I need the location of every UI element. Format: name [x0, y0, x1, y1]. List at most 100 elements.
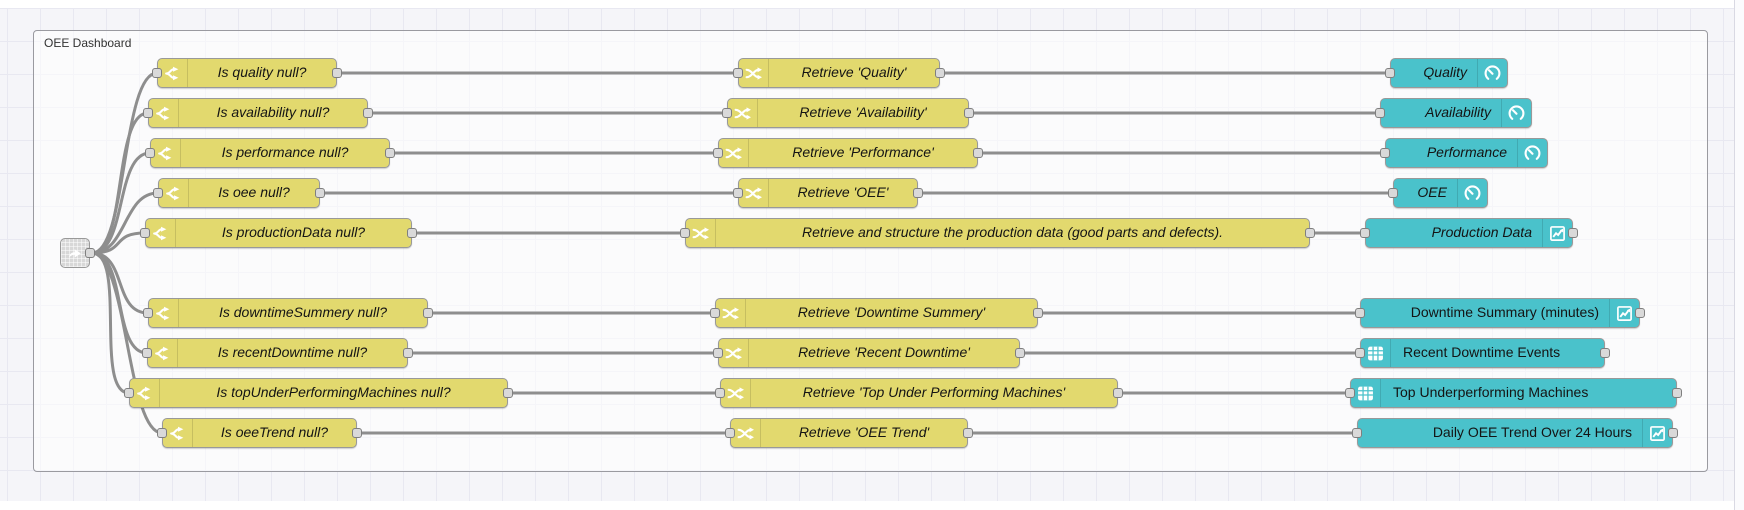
gauge-node-performance[interactable]: Performance — [1380, 138, 1548, 168]
node-label: Retrieve and structure the production da… — [801, 224, 1224, 240]
output-port[interactable] — [503, 388, 513, 398]
input-port[interactable] — [143, 308, 153, 318]
shuffle-icon — [739, 59, 769, 87]
node-label: Daily OEE Trend Over 24 Hours — [1432, 424, 1632, 440]
output-port[interactable] — [1672, 388, 1682, 398]
canvas-right-edge — [1734, 0, 1744, 510]
node-label: Is oee null? — [218, 184, 290, 200]
node-label: Retrieve 'Top Under Performing Machines' — [802, 384, 1066, 400]
change-node-retrieve-quality[interactable]: Retrieve 'Quality' — [733, 58, 945, 88]
output-port[interactable] — [385, 148, 395, 158]
input-port[interactable] — [1360, 228, 1370, 238]
input-port[interactable] — [733, 188, 743, 198]
switch-node-is-oee-null[interactable]: Is oee null? — [153, 178, 325, 208]
input-port[interactable] — [680, 228, 690, 238]
change-node-retrieve-recent-downtime[interactable]: Retrieve 'Recent Downtime' — [713, 338, 1025, 368]
gauge-node-oee[interactable]: OEE — [1388, 178, 1488, 208]
input-port[interactable] — [124, 388, 134, 398]
input-port[interactable] — [725, 428, 735, 438]
chart-node-downtime-summary[interactable]: Downtime Summary (minutes) — [1355, 298, 1645, 328]
gauge-node-availability[interactable]: Availability — [1375, 98, 1532, 128]
change-node-retrieve-performance[interactable]: Retrieve 'Performance' — [713, 138, 983, 168]
switch-node-is-availability-null[interactable]: Is availability null? — [143, 98, 373, 128]
shuffle-icon — [719, 139, 749, 167]
change-node-retrieve-downtime-summery[interactable]: Retrieve 'Downtime Summery' — [710, 298, 1043, 328]
output-port[interactable] — [1305, 228, 1315, 238]
input-port[interactable] — [1385, 68, 1395, 78]
output-port[interactable] — [964, 108, 974, 118]
input-port[interactable] — [1375, 108, 1385, 118]
input-port[interactable] — [157, 428, 167, 438]
output-port[interactable] — [423, 308, 433, 318]
line-chart-icon — [1642, 419, 1672, 447]
output-port[interactable] — [315, 188, 325, 198]
switch-node-is-quality-null[interactable]: Is quality null? — [152, 58, 342, 88]
node-label: Retrieve 'Quality' — [801, 64, 907, 80]
input-port[interactable] — [152, 68, 162, 78]
input-port[interactable] — [153, 188, 163, 198]
switch-node-is-topunderperformingmachines-null[interactable]: Is topUnderPerformingMachines null? — [124, 378, 513, 408]
switch-node-is-performance-null[interactable]: Is performance null? — [145, 138, 395, 168]
input-port[interactable] — [713, 148, 723, 158]
shuffle-icon — [728, 99, 758, 127]
switch-node-is-oeetrend-null[interactable]: Is oeeTrend null? — [157, 418, 362, 448]
gauge-node-quality[interactable]: Quality — [1385, 58, 1508, 88]
switch-node-is-productiondata-null[interactable]: Is productionData null? — [140, 218, 417, 248]
group-label: OEE Dashboard — [44, 36, 132, 50]
input-port[interactable] — [143, 108, 153, 118]
output-port[interactable] — [973, 148, 983, 158]
node-label: Retrieve 'Performance' — [792, 144, 934, 160]
output-port[interactable] — [1113, 388, 1123, 398]
output-port[interactable] — [1015, 348, 1025, 358]
chart-node-production-data[interactable]: Production Data — [1360, 218, 1578, 248]
output-port[interactable] — [403, 348, 413, 358]
output-port[interactable] — [85, 248, 95, 258]
wire[interactable] — [90, 231, 147, 255]
change-node-retrieve-production-data[interactable]: Retrieve and structure the production da… — [680, 218, 1315, 248]
change-node-retrieve-top-underperforming[interactable]: Retrieve 'Top Under Performing Machines' — [715, 378, 1123, 408]
input-port[interactable] — [142, 348, 152, 358]
link-in-node[interactable] — [60, 238, 95, 268]
node-label: Downtime Summary (minutes) — [1410, 304, 1599, 320]
output-port[interactable] — [935, 68, 945, 78]
change-node-retrieve-oee-trend[interactable]: Retrieve 'OEE Trend' — [725, 418, 973, 448]
input-port[interactable] — [710, 308, 720, 318]
output-port[interactable] — [1600, 348, 1610, 358]
input-port[interactable] — [722, 108, 732, 118]
switch-fork-icon — [146, 219, 176, 247]
input-port[interactable] — [145, 148, 155, 158]
wire[interactable] — [90, 251, 164, 435]
wire[interactable] — [90, 151, 152, 255]
input-port[interactable] — [1355, 308, 1365, 318]
input-port[interactable] — [140, 228, 150, 238]
change-node-retrieve-oee[interactable]: Retrieve 'OEE' — [733, 178, 923, 208]
input-port[interactable] — [715, 388, 725, 398]
gauge-icon — [1501, 99, 1531, 127]
output-port[interactable] — [332, 68, 342, 78]
chart-node-daily-oee-trend[interactable]: Daily OEE Trend Over 24 Hours — [1352, 418, 1678, 448]
input-port[interactable] — [1380, 148, 1390, 158]
output-port[interactable] — [352, 428, 362, 438]
output-port[interactable] — [913, 188, 923, 198]
node-label: Is oeeTrend null? — [220, 424, 329, 440]
change-node-retrieve-availability[interactable]: Retrieve 'Availability' — [722, 98, 974, 128]
input-port[interactable] — [1388, 188, 1398, 198]
output-port[interactable] — [1568, 228, 1578, 238]
input-port[interactable] — [713, 348, 723, 358]
output-port[interactable] — [963, 428, 973, 438]
table-node-recent-downtime-events[interactable]: Recent Downtime Events — [1355, 338, 1610, 368]
input-port[interactable] — [1355, 348, 1365, 358]
table-node-top-underperforming-machines[interactable]: Top Underperforming Machines — [1345, 378, 1682, 408]
output-port[interactable] — [1635, 308, 1645, 318]
output-port[interactable] — [407, 228, 417, 238]
input-port[interactable] — [1352, 428, 1362, 438]
input-port[interactable] — [733, 68, 743, 78]
output-port[interactable] — [1033, 308, 1043, 318]
output-port[interactable] — [1668, 428, 1678, 438]
output-port[interactable] — [363, 108, 373, 118]
input-port[interactable] — [1345, 388, 1355, 398]
switch-node-is-recentdowntime-null[interactable]: Is recentDowntime null? — [142, 338, 413, 368]
line-chart-icon — [1542, 219, 1572, 247]
switch-node-is-downtimesummery-null[interactable]: Is downtimeSummery null? — [143, 298, 433, 328]
